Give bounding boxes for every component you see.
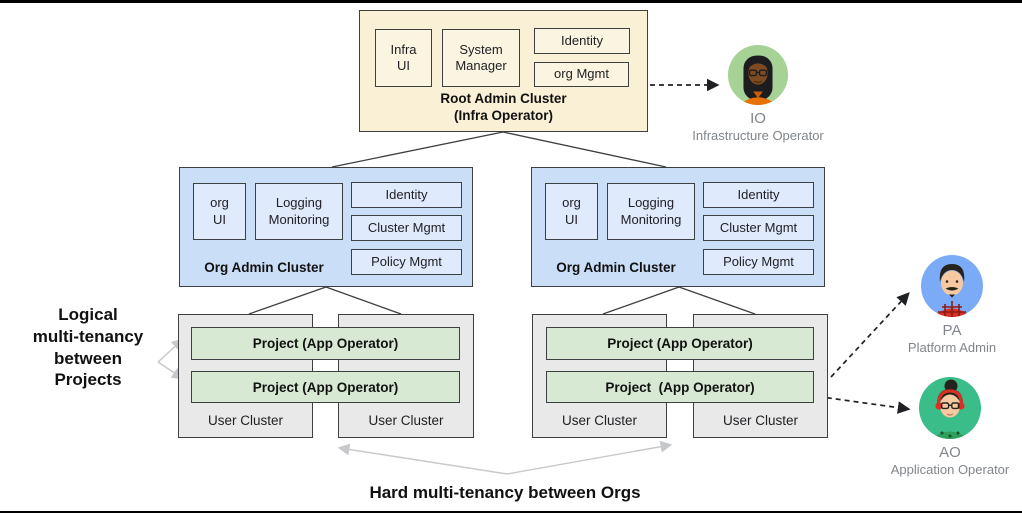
org-mgmt-box: org Mgmt [534,62,629,87]
user-cluster-group-right: User Cluster User Cluster Project (App O… [532,314,828,438]
org-admin-cluster-title: Org Admin Cluster [556,260,676,276]
org-identity-box: Identity [703,182,814,208]
project-bar: Project (App Operator) [191,327,460,360]
persona-role: Application Operator [890,462,1010,477]
org-admin-cluster-right: org UI Logging Monitoring Identity Clust… [531,167,825,287]
user-cluster-label: User Cluster [368,413,444,428]
pa-man-mustache-avatar-icon [921,255,983,317]
logging-monitoring-box: Logging Monitoring [607,183,695,240]
org-admin-cluster-title: Org Admin Cluster [204,260,324,276]
cluster-mgmt-box: Cluster Mgmt [351,215,462,241]
bottom-border-bar [0,511,1022,513]
persona-initials: AO [939,444,961,461]
root-to-org-left-line [331,131,504,168]
cluster-mgmt-box: Cluster Mgmt [703,215,814,241]
org-admin-cluster-left: org UI Logging Monitoring Identity Clust… [179,167,473,287]
logical-multitenancy-note: Logical multi-tenancy between Projects [32,305,144,390]
persona-platform-admin: PA Platform Admin [886,254,1018,356]
org-identity-box: Identity [351,182,462,208]
persona-application-operator: AO Application Operator [884,376,1016,478]
user-cluster-label: User Cluster [561,413,637,428]
org-left-to-usercluster1-line [248,286,327,315]
org-ui-box: org UI [193,183,246,240]
org-right-to-usercluster3-line [602,286,680,315]
root-to-org-right-line [502,131,667,168]
persona-infrastructure-operator: IO Infrastructure Operator [692,44,824,144]
user-cluster-label: User Cluster [722,413,798,428]
ao-woman-headphones-avatar-icon [919,377,981,439]
root-admin-cluster: Infra UI System Manager Identity org Mgm… [359,10,648,132]
user-cluster-group-left: User Cluster User Cluster Project (App O… [178,314,474,438]
user-cluster-label: User Cluster [207,413,283,428]
top-border-bar [0,0,1022,3]
logging-monitoring-box: Logging Monitoring [255,183,343,240]
org-left-to-usercluster2-line [325,286,402,315]
org-right-to-usercluster4-line [678,286,756,315]
project-bar: Project (App Operator) [546,371,814,403]
persona-role: Infrastructure Operator [692,128,824,143]
hard-tenancy-v-arrow [337,440,673,475]
root-identity-box: Identity [534,28,630,54]
root-admin-cluster-title: Root Admin Cluster (Infra Operator) [440,90,567,124]
system-manager-box: System Manager [442,29,520,87]
project-bar: Project (App Operator) [191,371,460,403]
project-bar: Project (App Operator) [546,327,814,360]
org-ui-box: org UI [545,183,598,240]
policy-mgmt-box: Policy Mgmt [703,249,814,275]
infra-ui-box: Infra UI [375,29,432,87]
hard-multitenancy-note: Hard multi-tenancy between Orgs [369,483,641,502]
io-woman-glasses-avatar-icon [727,44,789,106]
persona-initials: PA [942,322,962,339]
persona-role: Platform Admin [907,340,997,355]
persona-initials: IO [750,110,766,127]
policy-mgmt-box: Policy Mgmt [351,249,462,275]
